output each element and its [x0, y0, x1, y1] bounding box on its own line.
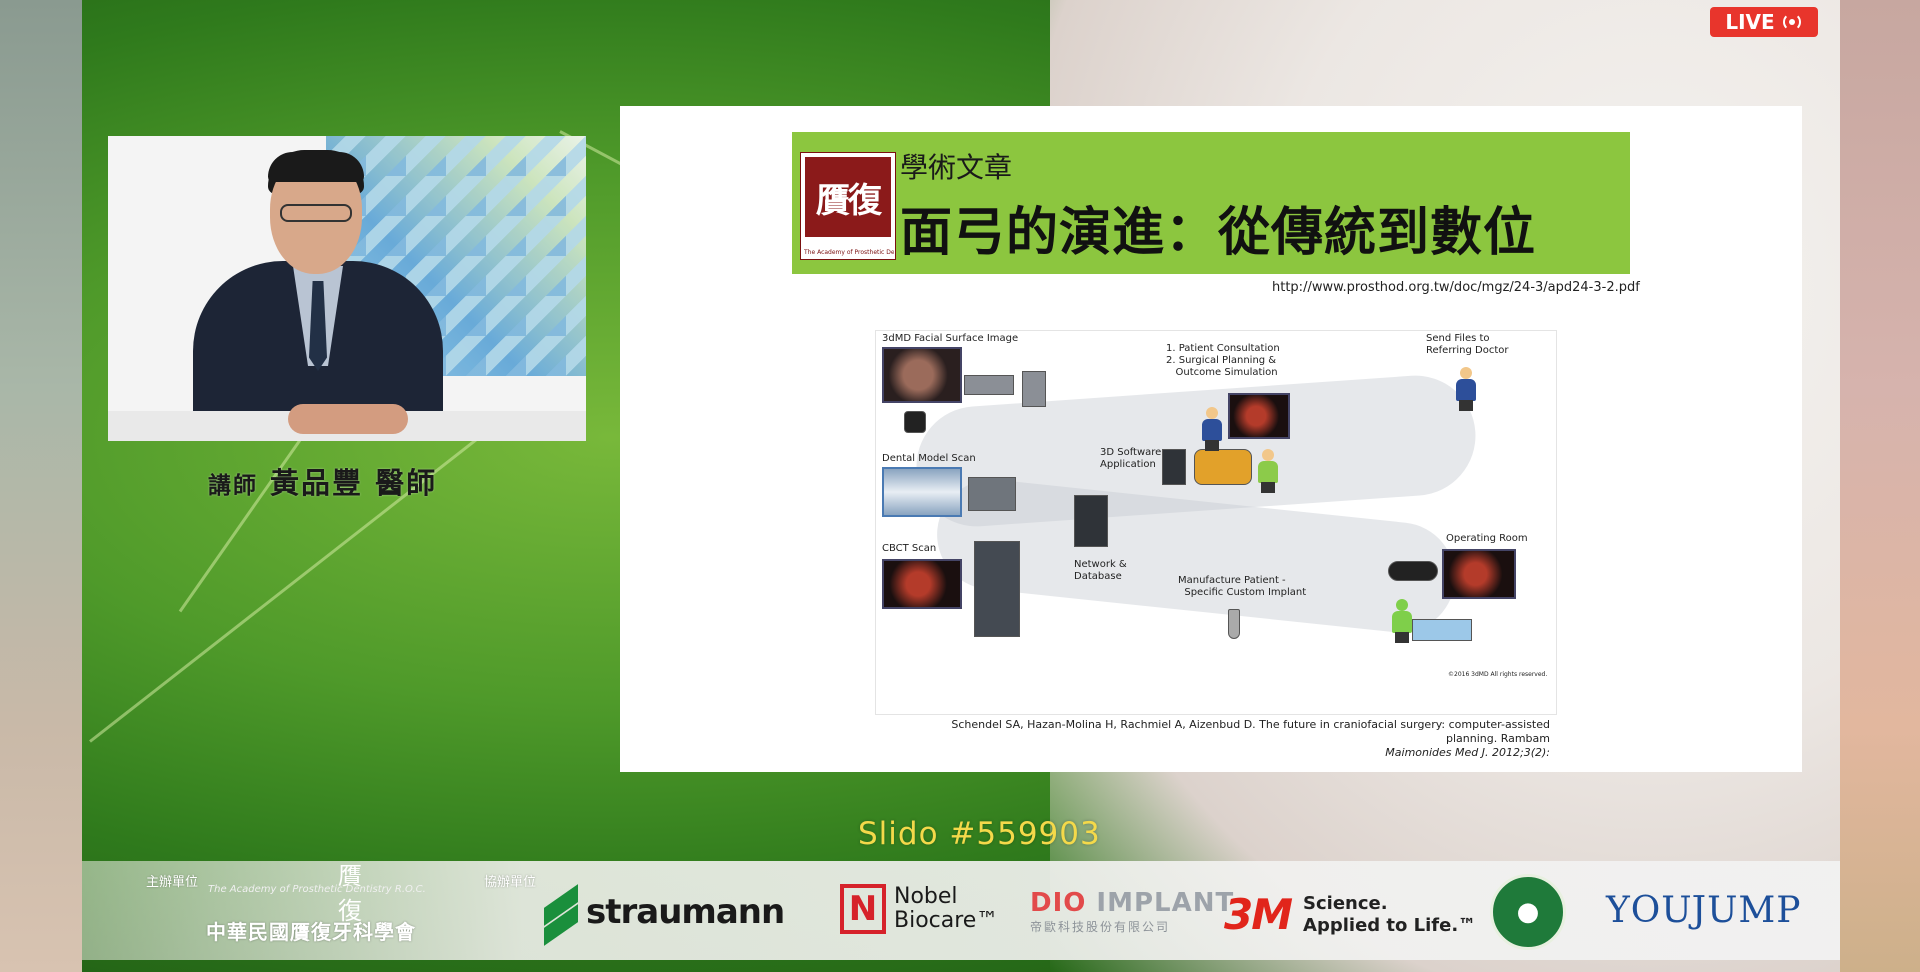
send-label-1: Send Files to	[1426, 333, 1490, 344]
article-title: 面弓的演進：從傳統到數位	[900, 203, 1537, 263]
referring-doctor-icon	[1454, 367, 1478, 411]
figure-label: Operating Room	[1446, 533, 1528, 544]
workstation-icon	[1162, 449, 1186, 485]
software-label-1: 3D Software	[1100, 447, 1162, 458]
citation-line-1: Schendel SA, Hazan-Molina H, Rachmiel A,…	[951, 718, 1550, 745]
simulation-screen	[1228, 393, 1290, 439]
desk-icon	[1194, 449, 1252, 485]
host-name: 中華民國贋復牙科學會	[206, 920, 416, 944]
figure-label: Network &Database	[1074, 559, 1127, 583]
cbct-screen	[882, 559, 962, 609]
nobel-biocare-logo: N Nobel Biocare™	[840, 884, 998, 934]
3m-wordmark: 3M	[1224, 890, 1293, 939]
dio-implant-logo: DIO IMPLANT 帝歐科技股份有限公司	[1030, 888, 1234, 935]
3d-camera-icon	[1022, 371, 1046, 407]
workflow-figure: 3dMD Facial Surface Image Dental Model S…	[875, 330, 1557, 715]
straumann-mark-icon	[544, 884, 580, 946]
3m-tagline-1: Science.	[1303, 892, 1388, 914]
speaker-hair-top	[268, 152, 364, 182]
presentation-slide: 贋復 The Academy of Prosthetic Dentistry R…	[620, 106, 1802, 772]
cbct-machine-icon	[974, 541, 1020, 637]
live-label: LIVE	[1725, 10, 1775, 34]
nobel-wordmark: Nobel Biocare™	[894, 885, 998, 933]
co-organizer-label: 協辦單位	[484, 875, 537, 890]
slido-code: Slido #559903	[858, 816, 1101, 852]
consult-label-2: 2. Surgical Planning &	[1166, 355, 1277, 366]
straumann-wordmark: straumann	[586, 892, 785, 932]
or-screen	[1442, 549, 1516, 599]
manufacture-label-2: Specific Custom Implant	[1184, 587, 1307, 598]
network-label-2: Database	[1074, 571, 1122, 582]
right-border-background	[1840, 0, 1920, 972]
speaker-caption: 講師黃品豐 醫師	[208, 460, 437, 502]
dio-subtitle: 帝歐科技股份有限公司	[1030, 920, 1171, 934]
figure-copyright: ©2016 3dMD All rights reserved.	[1448, 671, 1548, 678]
dio-implant-word: IMPLANT	[1086, 888, 1235, 918]
live-badge: LIVE	[1710, 7, 1818, 37]
implant-icon	[1228, 609, 1240, 639]
figure-label: Dental Model Scan	[882, 453, 976, 464]
speaker-title: 講師	[208, 473, 258, 499]
patient-icon	[1256, 449, 1280, 493]
consult-label-1: 1. Patient Consultation	[1166, 343, 1280, 354]
surgical-lamp-icon	[1388, 561, 1438, 581]
speaker-hands	[288, 404, 408, 434]
journal-logo: 贋復 The Academy of Prosthetic Dentistry R…	[800, 152, 896, 260]
3m-logo: 3M Science. Applied to Life.™	[1224, 890, 1476, 939]
host-label: 主辦單位	[146, 875, 199, 890]
3d-camera-icon	[964, 375, 1014, 395]
figure-label: Manufacture Patient - Specific Custom Im…	[1178, 575, 1306, 599]
3m-tagline: Science. Applied to Life.™	[1303, 893, 1476, 937]
model-scanner-icon	[968, 477, 1016, 511]
doctor-icon	[1200, 407, 1224, 451]
speaker-name: 黃品豐 醫師	[270, 466, 438, 500]
nobel-line-2: Biocare™	[894, 908, 999, 933]
citation: Schendel SA, Hazan-Molina H, Rachmiel A,…	[900, 718, 1550, 760]
chair-icon	[904, 411, 926, 433]
figure-label: 3dMD Facial Surface Image	[882, 333, 1019, 344]
host-seal-logo: 贋復	[338, 862, 362, 925]
host-tagline: The Academy of Prosthetic Dentistry R.O.…	[208, 884, 426, 895]
operating-table-icon	[1412, 619, 1472, 641]
glasses-icon	[280, 204, 352, 222]
speaker-video	[108, 136, 586, 441]
article-url: http://www.prosthod.org.tw/doc/mgz/24-3/…	[1272, 280, 1640, 295]
left-border-background	[0, 0, 82, 972]
speaker-tie	[309, 281, 327, 371]
dio-word: DIO	[1030, 888, 1087, 918]
youjump-logo: YOUJUMP	[1606, 890, 1802, 931]
citation-line-2: Maimonides Med J. 2012;3(2):	[1385, 746, 1550, 759]
surgeon-icon	[1390, 599, 1414, 643]
figure-label: CBCT Scan	[882, 543, 937, 554]
article-kicker: 學術文章	[900, 151, 1013, 184]
dio-wordmark: DIO IMPLANT	[1030, 888, 1234, 918]
dental-scan-screen	[882, 467, 962, 517]
nobel-mark-icon: N	[840, 884, 886, 934]
manufacture-label-1: Manufacture Patient -	[1178, 575, 1286, 586]
network-label-1: Network &	[1074, 559, 1127, 570]
consult-label-3: Outcome Simulation	[1175, 367, 1278, 378]
send-label-2: Referring Doctor	[1426, 345, 1509, 356]
facial-scan-screen	[882, 347, 962, 403]
slide-title-banner: 贋復 The Academy of Prosthetic Dentistry R…	[792, 132, 1630, 274]
software-label-2: Application	[1100, 459, 1156, 470]
broadcast-icon	[1781, 11, 1803, 33]
straumann-logo: straumann	[544, 884, 785, 946]
nobel-line-1: Nobel	[894, 884, 958, 909]
journal-logo-caption: The Academy of Prosthetic Dentistry R.O.…	[804, 249, 894, 256]
3m-tagline-2: Applied to Life.™	[1303, 914, 1477, 936]
server-icon	[1074, 495, 1108, 547]
journal-seal: 贋復	[805, 157, 891, 237]
tooth-icon: ●	[1490, 874, 1566, 950]
